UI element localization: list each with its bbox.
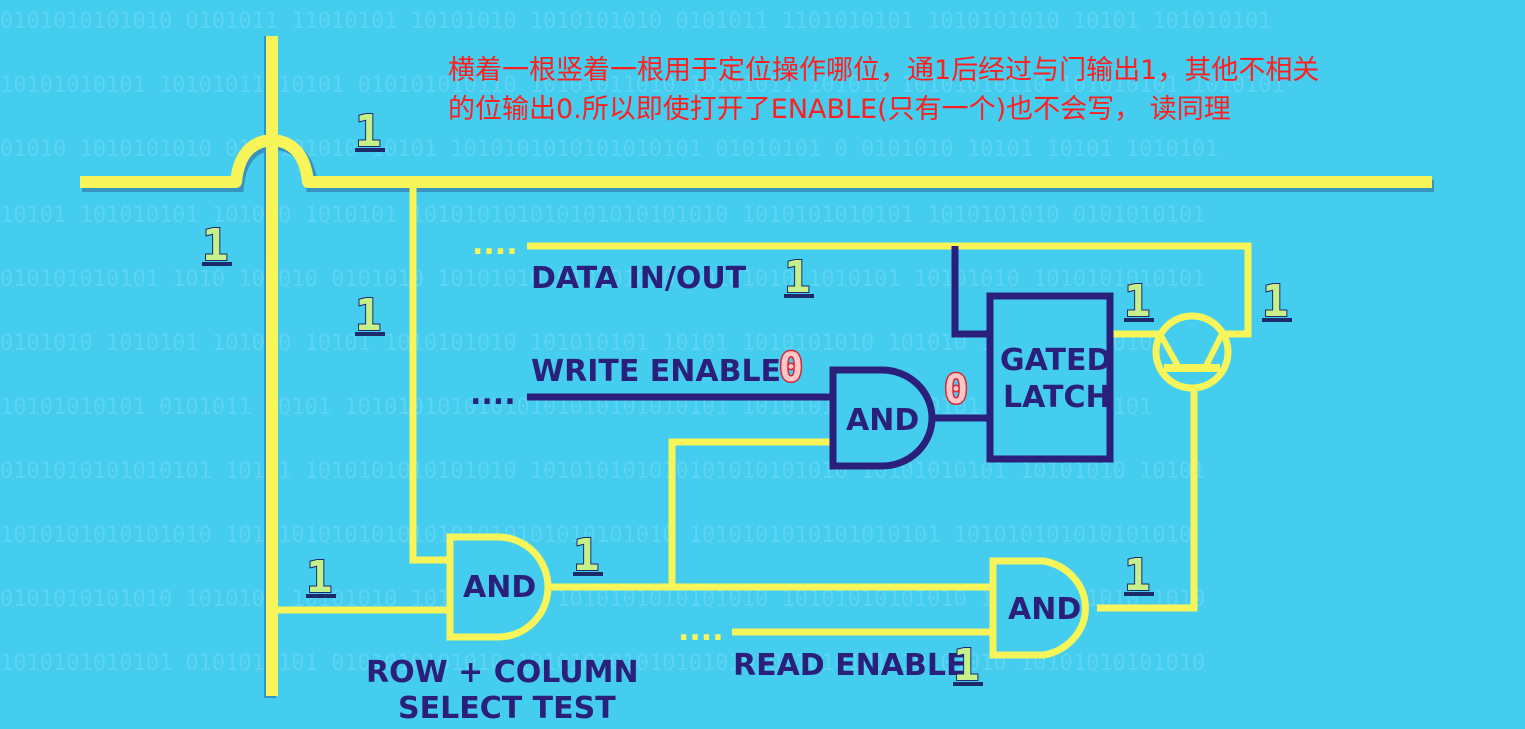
data-line-wire	[527, 242, 1252, 338]
svg-text:0101010101010 0101011 11010101: 0101010101010 0101011 11010101 10101010 …	[0, 9, 1272, 34]
and-gate-write: AND	[829, 366, 936, 470]
write-enable-dots: ....	[470, 377, 516, 412]
and-gate-read: AND	[989, 557, 1089, 659]
svg-text:1010101010101010 1010101010101: 1010101010101010 10101010101010101010101…	[0, 523, 1192, 548]
bit-and-write-out: 0	[944, 367, 968, 413]
svg-text:AND: AND	[846, 403, 919, 438]
read-to-transistor-wire	[1097, 374, 1198, 612]
write-enable-label: WRITE ENABLE	[531, 354, 781, 389]
svg-text:01010 1010101010 01 0101010 10: 01010 1010101010 01 0101010 10101 101010…	[0, 137, 1219, 162]
select-to-write-and-wire	[668, 438, 835, 587]
svg-text:0101010101010101 10101 1010101: 0101010101010101 10101 1010101010101010 …	[0, 459, 1205, 484]
gated-latch: GATED LATCH	[986, 292, 1114, 463]
data-dots: ....	[472, 227, 518, 262]
svg-text:10101 101010101 101010 1010101: 10101 101010101 101010 1010101 101010101…	[0, 203, 1205, 228]
svg-text:010101010101 1010 101010 01010: 010101010101 1010 101010 0101010 1010101…	[0, 267, 1205, 292]
data-to-latch-wire	[951, 246, 990, 338]
svg-text:AND: AND	[1008, 592, 1081, 627]
svg-text:GATED: GATED	[1000, 343, 1111, 378]
svg-text:10101010101 10101011010101 010: 10101010101 10101011010101 010101010110 …	[0, 73, 1285, 98]
and-gate-select: AND	[446, 533, 552, 641]
read-enable-label: READ ENABLE	[733, 648, 966, 683]
svg-text:AND: AND	[463, 570, 536, 605]
data-in-out-label: DATA IN/OUT	[531, 261, 747, 296]
svg-text:LATCH: LATCH	[1003, 380, 1111, 415]
row-column-label-line2: SELECT TEST	[398, 691, 616, 726]
transistor-icon	[1152, 312, 1232, 392]
read-enable-dots: ....	[678, 613, 724, 648]
annotation-line-1: 横着一根竖着一根用于定位操作哪位，通1后经过与门输出1，其他不相关	[448, 55, 1319, 86]
bit-write-enable: 0	[779, 345, 803, 391]
row-column-label-line1: ROW + COLUMN	[366, 655, 639, 690]
row-to-and-wire	[409, 182, 452, 564]
annotation-line-2: 的位输出0.所以即使打开了ENABLE(只有一个)也不会写， 读同理	[448, 94, 1231, 125]
